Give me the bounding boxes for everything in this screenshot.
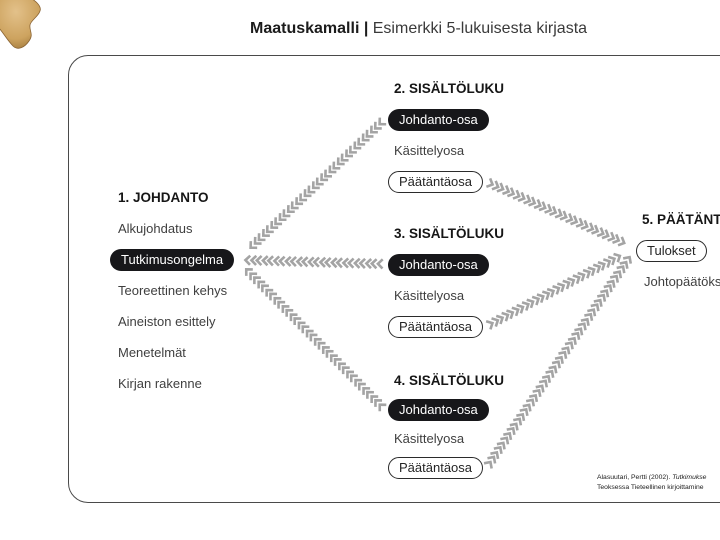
node-alkujohdatus: Alkujohdatus [118,221,193,236]
citation-line-2: Teoksessa Tieteellinen kirjoittamine [597,484,704,491]
node-aineiston-esittely: Aineiston esittely [118,314,216,329]
node-tulokset: Tulokset [636,239,707,262]
node-johdanto-osa-3: Johdanto-osa [388,253,489,276]
matryoshka-fragment-image [0,0,41,49]
title-main: Maatuskamalli | [250,20,369,37]
node-paatantaosa-2: Päätäntäosa [388,170,484,193]
citation-author: Alasuutari, Pertti (2002). [597,474,673,481]
citation-work-title: Tutkimukse [672,474,707,481]
node-kasittelyosa-2: Käsittelyosa [394,143,465,158]
citation: Alasuutari, Pertti (2002). Tutkimukse Te… [597,473,706,493]
chapter-5-column: 5. PÄÄTÄNTÄ Tulokset Johtopäätökset [636,204,720,297]
chapter-4-header: 4. SISÄLTÖLUKU [394,373,505,388]
diagram-frame [68,55,720,503]
slide-title: Maatuskamalli | Esimerkki 5-lukuisesta k… [250,20,587,38]
node-johdanto-osa-4: Johdanto-osa [388,398,489,421]
chapter-5-header: 5. PÄÄTÄNTÄ [642,212,720,227]
node-tutkimusongelma: Tutkimusongelma [110,248,235,271]
chapter-2-header: 2. SISÄLTÖLUKU [394,81,505,96]
title-subtitle: Esimerkki 5-lukuisesta kirjasta [368,20,588,37]
citation-line-1: Alasuutari, Pertti (2002). Tutkimukse [597,473,706,483]
chapter-2-column: 2. SISÄLTÖLUKU Johdanto-osa Käsittelyosa… [388,73,504,197]
node-teoreettinen-kehys: Teoreettinen kehys [118,283,228,298]
chapter-4-column: 4. SISÄLTÖLUKU Johdanto-osa Käsittelyosa… [388,366,504,482]
chapter-1-column: 1. JOHDANTO Alkujohdatus Tutkimusongelma… [110,182,235,399]
node-johtopaatokset: Johtopäätökset [644,274,720,289]
node-paatantaosa-3: Päätäntäosa [388,315,484,338]
chapter-3-header: 3. SISÄLTÖLUKU [394,226,505,241]
node-johdanto-osa-2: Johdanto-osa [388,108,489,131]
chapter-3-column: 3. SISÄLTÖLUKU Johdanto-osa Käsittelyosa… [388,218,504,342]
node-kasittelyosa-3: Käsittelyosa [394,288,465,303]
node-kirjan-rakenne: Kirjan rakenne [118,376,202,391]
node-paatantaosa-4: Päätäntäosa [388,456,484,479]
node-kasittelyosa-4: Käsittelyosa [394,431,465,446]
chapter-1-header: 1. JOHDANTO [118,190,209,205]
node-menetelmat: Menetelmät [118,345,186,360]
